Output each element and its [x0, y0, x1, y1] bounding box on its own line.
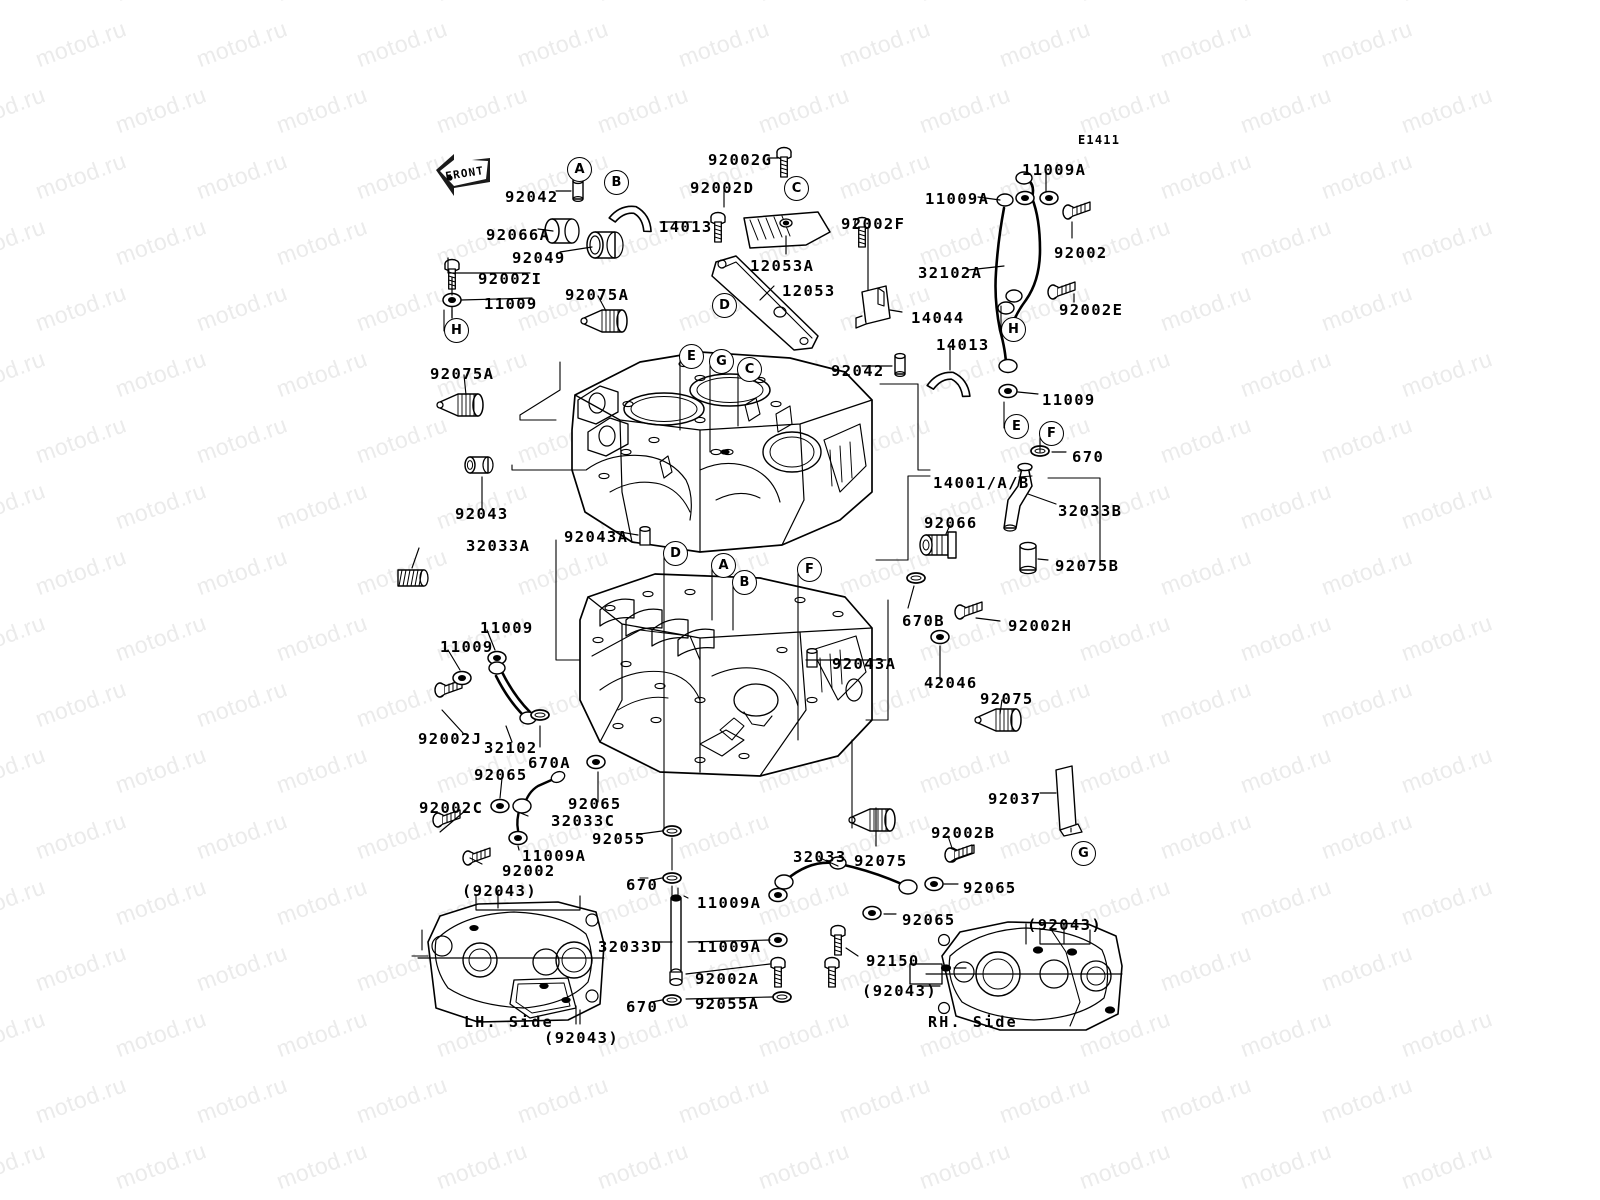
part-label-92002F: 92002F: [841, 215, 906, 233]
callout-bubble-h-12: H: [1001, 317, 1026, 342]
part-label-92002H: 92002H: [1008, 617, 1073, 635]
callout-bubble-a-0: A: [567, 157, 592, 182]
part-label-32102A: 32102A: [918, 264, 983, 282]
part-label-92002-b: 92002: [1054, 244, 1108, 262]
part-label-11009-a: 11009: [484, 295, 538, 313]
part-label-92002C: 92002C: [419, 799, 484, 817]
part-label-92066A: 92066A: [486, 226, 551, 244]
part-label-92065-4: 92065: [902, 911, 956, 929]
part-label-92002J: 92002J: [418, 730, 483, 748]
part-label-92043A-2: 92043A: [832, 655, 897, 673]
part-label-14001AB: 14001/A/B: [933, 474, 1030, 492]
part-label-14044: 14044: [911, 309, 965, 327]
callout-bubble-b-1: B: [604, 170, 629, 195]
view-label-rh-side: RH. Side: [928, 1013, 1018, 1031]
part-label-92002G: 92002G: [708, 151, 773, 169]
part-label-670A: 670A: [528, 754, 571, 772]
part-label-92075A-1: 92075A: [565, 286, 630, 304]
part-label-92002D: 92002D: [690, 179, 755, 197]
part-label-92065-2: 92065: [568, 795, 622, 813]
part-label-92043A-1: 92043A: [564, 528, 629, 546]
callout-bubble-b-10: B: [732, 570, 757, 595]
part-label-670-b: 670: [626, 998, 659, 1016]
part-label-92075-1: 92075: [980, 690, 1034, 708]
view-label-lh-side: LH. Side: [464, 1013, 554, 1031]
part-label-92075B: 92075B: [1055, 557, 1120, 575]
callout-bubble-f-11: F: [797, 557, 822, 582]
part-label-670-c: 670: [1072, 448, 1105, 466]
part-label-11009-d: 11009: [1042, 391, 1096, 409]
callout-bubble-h-2: H: [444, 318, 469, 343]
part-label-12053: 12053: [782, 282, 836, 300]
part-label-32033C: 32033C: [551, 812, 616, 830]
part-label-92150: 92150: [866, 952, 920, 970]
part-label-32102: 32102: [484, 739, 538, 757]
part-label-32033A: 32033A: [466, 537, 531, 555]
part-label-92075-2: 92075: [854, 852, 908, 870]
part-label-92043-p2: (92043): [544, 1029, 620, 1047]
part-label-14013-b: 14013: [936, 336, 990, 354]
part-label-11009A-e: 11009A: [1022, 161, 1087, 179]
part-label-92043-p3: (92043): [862, 982, 938, 1000]
callout-bubble-d-8: D: [663, 541, 688, 566]
callout-bubble-g-6: G: [709, 349, 734, 374]
part-label-92055A: 92055A: [695, 995, 760, 1013]
callout-bubble-a-9: A: [711, 553, 736, 578]
part-label-92037: 92037: [988, 790, 1042, 808]
part-label-92042: 92042: [505, 188, 559, 206]
callout-bubble-e-13: E: [1004, 414, 1029, 439]
part-label-92043: 92043: [455, 505, 509, 523]
part-label-92043-p1: (92043): [462, 882, 538, 900]
part-label-32033: 32033: [793, 848, 847, 866]
callout-bubble-g-15: G: [1071, 841, 1096, 866]
callout-bubble-f-14: F: [1039, 421, 1064, 446]
part-label-670-a: 670: [626, 876, 659, 894]
part-label-92002B: 92002B: [931, 824, 996, 842]
part-label-92042-b: 92042: [831, 362, 885, 380]
part-label-92002I: 92002I: [478, 270, 543, 288]
part-label-92066: 92066: [924, 514, 978, 532]
part-label-92065-1: 92065: [474, 766, 528, 784]
part-label-32033B: 32033B: [1058, 502, 1123, 520]
part-label-92055: 92055: [592, 830, 646, 848]
part-label-11009A-a: 11009A: [522, 847, 587, 865]
part-label-11009A-d: 11009A: [925, 190, 990, 208]
part-label-92002A: 92002A: [695, 970, 760, 988]
part-label-42046: 42046: [924, 674, 978, 692]
callout-bubble-e-5: E: [679, 344, 704, 369]
part-label-32033D: 32033D: [598, 938, 663, 956]
part-label-92043-p4: (92043): [1027, 916, 1103, 934]
part-label-92002-a: 92002: [502, 862, 556, 880]
callout-bubble-c-7: C: [737, 357, 762, 382]
part-label-92049: 92049: [512, 249, 566, 267]
part-label-92002E: 92002E: [1059, 301, 1124, 319]
part-label-12053A: 12053A: [750, 257, 815, 275]
callout-bubble-c-3: C: [784, 176, 809, 201]
part-label-11009A-b: 11009A: [697, 894, 762, 912]
diagram-code: E1411: [1078, 133, 1121, 147]
part-label-14013-a: 14013: [659, 218, 713, 236]
part-label-11009-c: 11009: [440, 638, 494, 656]
front-direction-arrow: FRONT: [436, 154, 490, 196]
part-label-11009-b: 11009: [480, 619, 534, 637]
part-label-11009A-c: 11009A: [697, 938, 762, 956]
part-label-670B: 670B: [902, 612, 945, 630]
part-label-92065-3: 92065: [963, 879, 1017, 897]
part-label-92075A-2: 92075A: [430, 365, 495, 383]
callout-bubble-d-4: D: [712, 293, 737, 318]
svg-text:FRONT: FRONT: [444, 164, 485, 183]
